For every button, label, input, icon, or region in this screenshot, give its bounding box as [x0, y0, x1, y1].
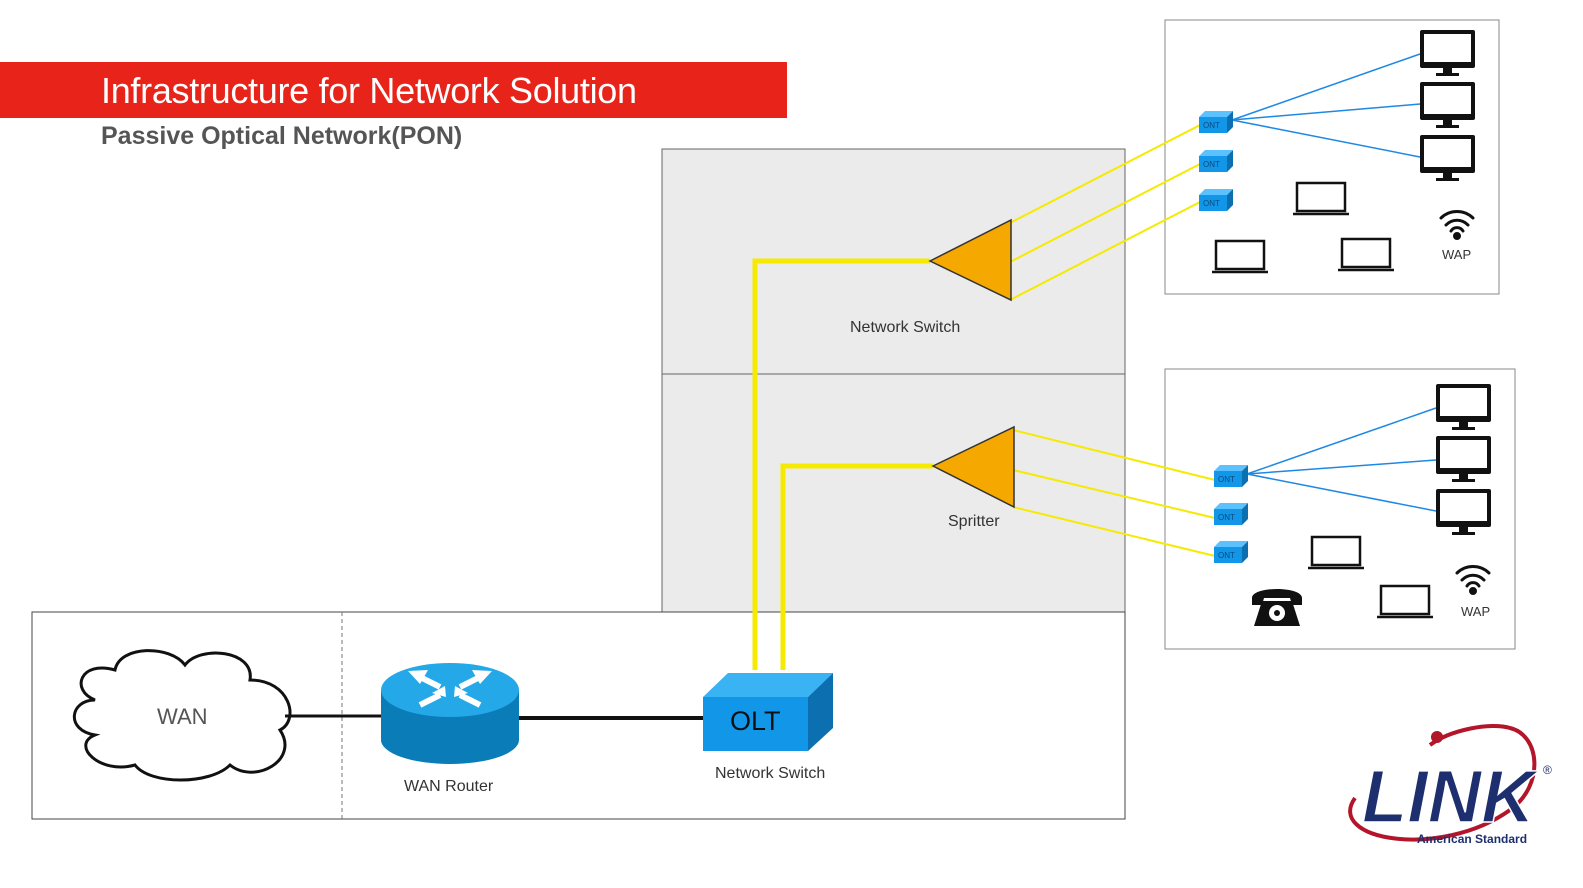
ont-bottom-units	[1214, 465, 1248, 563]
splitter-bottom	[931, 425, 1015, 509]
ethernet-top	[1231, 53, 1421, 158]
svg-text:ONT: ONT	[1203, 160, 1220, 169]
svg-text:ONT: ONT	[1218, 551, 1235, 560]
title-banner	[0, 62, 787, 118]
wan-router-icon	[381, 663, 519, 764]
wifi-icon-bottom	[1455, 565, 1491, 595]
wan-cloud	[72, 649, 292, 782]
splitter-top-caption: Network Switch	[850, 319, 961, 336]
monitor-icons-top	[1420, 30, 1475, 181]
ethernet-bottom	[1246, 407, 1437, 512]
fiber-olt-to-bottom-splitter	[780, 463, 933, 670]
wap-bottom-label: WAP	[1461, 604, 1491, 619]
svg-text:ONT: ONT	[1218, 475, 1235, 484]
wap-top-label: WAP	[1442, 247, 1472, 262]
upper-zone	[661, 148, 1126, 375]
fiber-drops-top	[1009, 124, 1201, 301]
olt-caption: Network Switch	[715, 765, 826, 782]
wan-label: WAN	[157, 704, 208, 729]
slide-title: Infrastructure for Network Solution	[101, 70, 637, 111]
ont-labels: ONT ONT ONT ONT ONT ONT	[1203, 121, 1235, 560]
registered-mark: ®	[1543, 763, 1552, 777]
middle-zone	[661, 373, 1126, 613]
wifi-icon-top	[1439, 210, 1475, 240]
olt-label: OLT	[730, 706, 781, 736]
telephone-icon	[1252, 589, 1302, 626]
splitter-top	[928, 218, 1012, 302]
svg-text:ONT: ONT	[1203, 121, 1220, 130]
fiber-drops-bottom	[1012, 429, 1216, 557]
link-logo: LINK ®	[1348, 724, 1552, 842]
svg-text:LINK: LINK	[1362, 755, 1539, 838]
logo-tagline: American Standard	[1417, 832, 1528, 846]
monitor-icons-bottom	[1436, 384, 1491, 535]
ont-top-units	[1199, 111, 1233, 211]
laptop-icons-top	[1212, 181, 1394, 274]
slide-subtitle: Passive Optical Network(PON)	[101, 122, 463, 150]
fiber-olt-to-top-splitter	[752, 258, 930, 670]
wan-router-label: WAN Router	[404, 778, 494, 795]
svg-text:ONT: ONT	[1218, 513, 1235, 522]
splitter-bottom-caption: Spritter	[948, 513, 1000, 530]
laptop-icons-bottom	[1308, 535, 1433, 619]
svg-text:ONT: ONT	[1203, 199, 1220, 208]
olt-device	[703, 673, 833, 751]
